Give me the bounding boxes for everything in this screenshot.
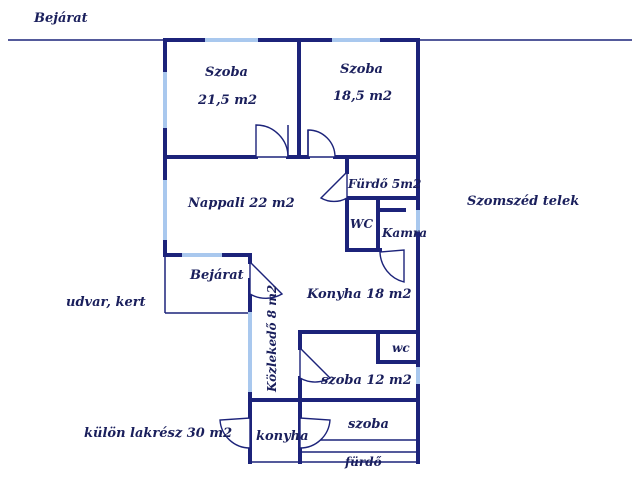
label-furdo: Fürdő 5m2 bbox=[347, 177, 421, 191]
label-furdo2: fürdő bbox=[344, 455, 382, 469]
label-udvar: udvar, kert bbox=[66, 295, 146, 310]
label-szoba2-area: 18,5 m2 bbox=[333, 89, 392, 104]
doors bbox=[219, 124, 405, 449]
label-wc2: wc bbox=[392, 341, 410, 355]
thin-lines bbox=[164, 255, 418, 463]
label-konyha2: konyha bbox=[256, 429, 309, 444]
label-wc1: WC bbox=[350, 217, 373, 231]
label-kulon: külön lakrész 30 m2 bbox=[84, 426, 232, 441]
label-szoba4: szoba bbox=[348, 417, 389, 432]
windows bbox=[163, 38, 420, 392]
label-szomszed: Szomszéd telek bbox=[467, 194, 579, 209]
label-kozlekedo: Közlekedő 8 m2 bbox=[265, 285, 279, 393]
label-bejarat-inner: Bejárat bbox=[189, 268, 244, 283]
label-szoba1-area: 21,5 m2 bbox=[197, 93, 257, 108]
label-szoba1: Szoba bbox=[205, 65, 248, 80]
label-konyha: Konyha 18 m2 bbox=[306, 287, 412, 302]
label-nappali: Nappali 22 m2 bbox=[187, 196, 295, 211]
label-szoba3: szoba 12 m2 bbox=[321, 373, 412, 388]
label-kamra: Kamra bbox=[381, 226, 427, 240]
labels: Bejárat Szoba 21,5 m2 Szoba 18,5 m2 Fürd… bbox=[33, 11, 579, 469]
label-bejarat-top: Bejárat bbox=[33, 11, 88, 26]
label-szoba2: Szoba bbox=[340, 62, 383, 77]
